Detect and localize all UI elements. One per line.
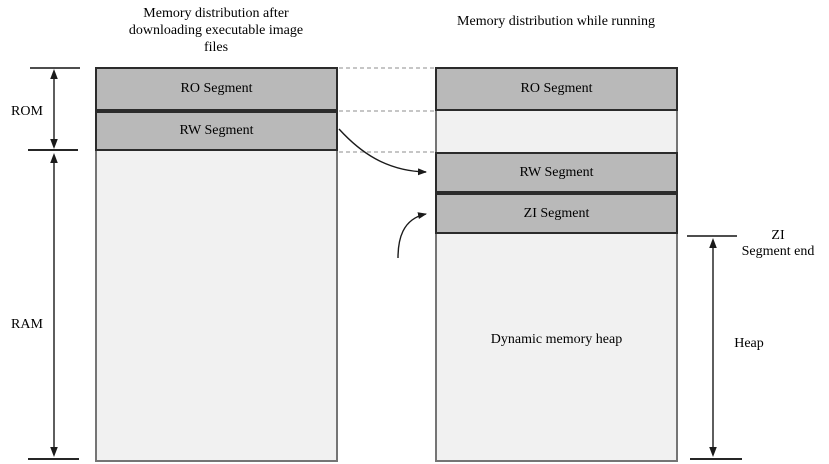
left-ro-segment: RO Segment [95,67,338,111]
right-ro-segment-label: RO Segment [520,81,593,96]
left-rw-segment: RW Segment [95,111,338,151]
zi-segment-end-label: ZI Segment end [728,228,828,260]
left-column-title: Memory distribution after downloading ex… [128,6,304,55]
right-zi-segment-label: ZI Segment [523,205,590,221]
heap-label: Heap [734,336,764,351]
right-column-title: Memory distribution while running [457,14,655,29]
rom-extent-arrowhead-up [50,69,58,79]
zi-init-arrow [397,212,427,259]
right-ro-segment: RO Segment [435,67,678,111]
heap-extent-arrowhead-up [709,238,717,248]
rom-extent-arrowhead-down [50,139,58,149]
ram-extent-arrowhead-down [50,447,58,457]
left-ro-segment-label: RO Segment [180,81,253,96]
heap-extent-arrowhead-down [709,447,717,457]
right-rw-segment: RW Segment [435,152,678,193]
zi-segment-end-label-line1: ZI [771,228,785,243]
rw-copy-arrow [338,128,427,176]
right-memory-column [435,67,678,462]
rom-label: ROM [11,104,43,119]
ram-label: RAM [11,317,43,332]
ram-extent-arrowhead-up [50,153,58,163]
right-rw-segment-label: RW Segment [519,164,594,180]
left-rw-segment-label: RW Segment [179,123,254,138]
zi-segment-end-label-line2: Segment end [741,244,815,259]
dynamic-memory-heap-label: Dynamic memory heap [490,332,623,347]
right-zi-segment: ZI Segment [435,193,678,234]
